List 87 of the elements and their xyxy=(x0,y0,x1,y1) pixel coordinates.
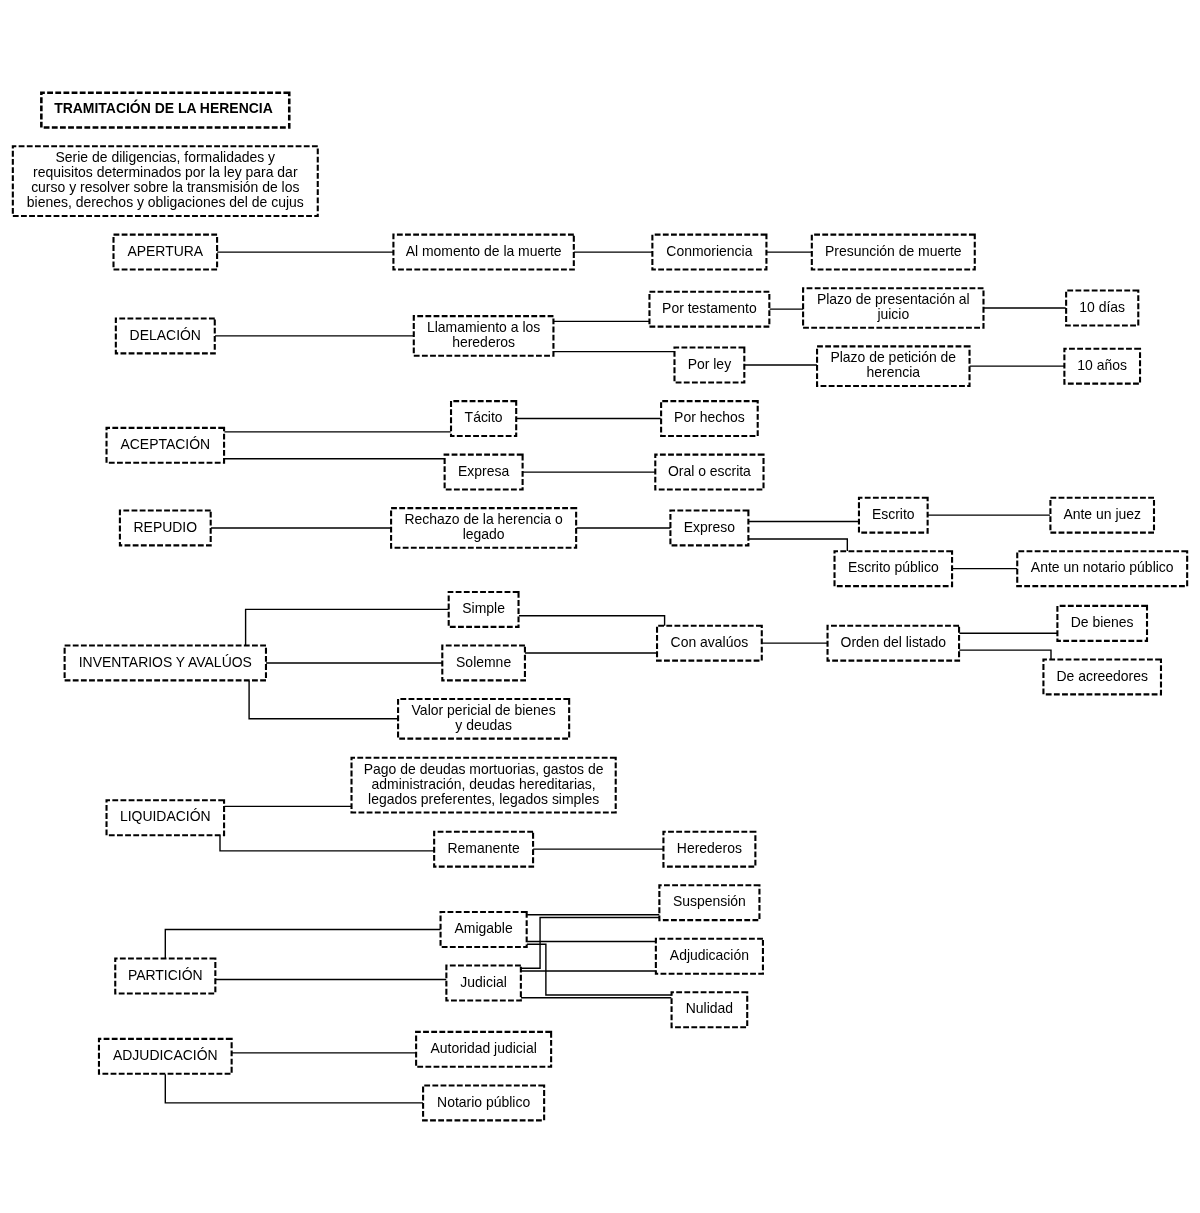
connector xyxy=(214,978,447,981)
node-box: Escrito xyxy=(857,496,929,534)
connector xyxy=(927,514,1051,516)
node-box: LIQUIDACIÓN xyxy=(105,799,226,837)
connector xyxy=(526,940,657,943)
node-box: Conmoriencia xyxy=(651,233,768,271)
connector xyxy=(230,1052,417,1054)
node-box: De acreedores xyxy=(1042,658,1163,696)
connector xyxy=(223,458,446,460)
connector xyxy=(216,251,394,253)
node-box: Adjudicación xyxy=(654,937,764,975)
connector xyxy=(958,649,1052,660)
connector xyxy=(518,615,666,627)
connector xyxy=(765,251,813,253)
node-box: Por ley xyxy=(673,346,746,384)
node-box: Oral o escrita xyxy=(654,453,765,491)
node-box: Autoridad judicial xyxy=(415,1030,553,1068)
node-box: De bienes xyxy=(1056,604,1149,642)
connector xyxy=(265,662,443,664)
node-box: Valor pericial de bienes y deudas xyxy=(397,698,571,740)
connector xyxy=(743,364,818,366)
connector xyxy=(575,527,672,529)
connector xyxy=(532,848,665,850)
node-box: Remanente xyxy=(433,830,535,868)
connector xyxy=(761,642,829,644)
node-box: Serie de diligencias, formalidades y requisitos determinados por la ley para dar curso y resolver sobre la transmisión de los bienes, derechos y obligaciones del de cujus xyxy=(11,145,319,218)
node-box: Orden del listado xyxy=(826,624,961,662)
connector xyxy=(210,527,392,529)
connector xyxy=(526,914,660,916)
node-box: Nulidad xyxy=(670,991,749,1029)
connector xyxy=(520,997,672,999)
connector xyxy=(768,308,804,310)
node-box: INVENTARIOS Y AVALÚOS xyxy=(63,644,267,682)
node-box: REPUDIO xyxy=(118,509,212,547)
connector xyxy=(520,916,660,969)
node-box: Expreso xyxy=(669,509,750,547)
connector xyxy=(164,928,442,959)
connector xyxy=(968,365,1065,367)
node-box: Herederos xyxy=(662,830,757,868)
connector xyxy=(951,567,1018,570)
connector xyxy=(526,943,673,996)
node-box: Al momento de la muerte xyxy=(392,233,575,271)
node-box: Tácito xyxy=(450,400,518,438)
node-box: Plazo de presentación al juicio xyxy=(802,287,985,329)
connector xyxy=(520,970,657,972)
node-box: Suspensión xyxy=(658,884,761,922)
connector xyxy=(223,431,452,433)
connector xyxy=(522,471,656,473)
node-box: Ante un juez xyxy=(1049,496,1156,534)
node-box: Con avalúos xyxy=(656,624,763,662)
node-box: 10 años xyxy=(1063,347,1142,385)
node-box: Expresa xyxy=(443,453,524,491)
node-box: DELACIÓN xyxy=(114,317,216,355)
node-box: Rechazo de la herencia o legado xyxy=(390,507,578,549)
node-box: Pago de deudas mortuorias, gastos de administración, deudas hereditarias, legados preferentes, legados simples xyxy=(350,756,617,814)
connector xyxy=(747,538,849,552)
node-box: Solemne xyxy=(441,644,526,682)
node-box: PARTICIÓN xyxy=(114,957,217,995)
connector xyxy=(223,805,352,808)
node-box: Escrito público xyxy=(833,550,954,588)
connector xyxy=(214,335,415,337)
node-box: Llamamiento a los herederos xyxy=(412,315,555,357)
node-box: Por testamento xyxy=(648,290,771,328)
connector xyxy=(958,632,1059,634)
node-box: TRAMITACIÓN DE LA HERENCIA xyxy=(40,91,291,129)
connector xyxy=(552,350,675,353)
connector xyxy=(244,608,450,647)
node-box: Amigable xyxy=(439,910,528,948)
node-box: Simple xyxy=(447,590,520,628)
connector xyxy=(248,679,399,720)
node-box: Por hechos xyxy=(660,400,759,438)
node-box: ACEPTACIÓN xyxy=(105,426,226,464)
node-box: 10 días xyxy=(1065,289,1140,327)
node-box: APERTURA xyxy=(112,233,219,271)
connector xyxy=(552,320,651,323)
connector xyxy=(515,417,662,420)
connector xyxy=(573,251,653,253)
node-box: ADJUDICACIÓN xyxy=(97,1037,233,1075)
connector xyxy=(747,520,860,523)
connector xyxy=(983,307,1067,309)
connector xyxy=(164,1073,424,1104)
connector xyxy=(524,652,658,654)
node-box: Ante un notario público xyxy=(1016,550,1189,588)
node-box: Plazo de petición de herencia xyxy=(816,345,971,387)
node-box: Judicial xyxy=(445,964,522,1002)
node-box: Notario público xyxy=(422,1084,546,1122)
node-box: Presunción de muerte xyxy=(810,233,976,271)
